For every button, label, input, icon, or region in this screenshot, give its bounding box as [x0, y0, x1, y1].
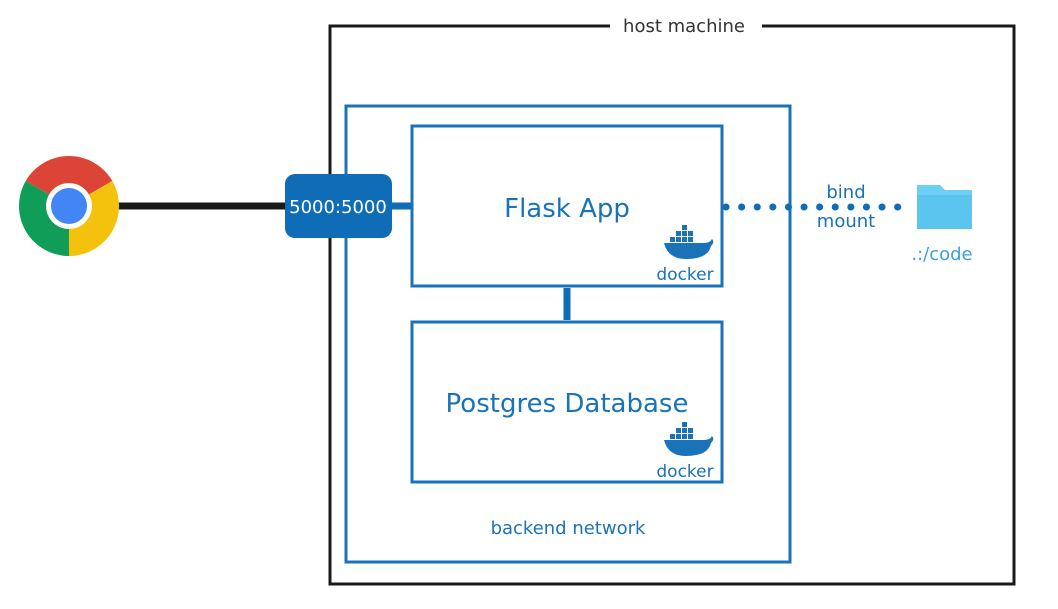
backend-network-border [344, 104, 792, 564]
docker-whale-icon [664, 225, 714, 259]
host-machine: host machine [328, 16, 1016, 586]
flask-app-container: Flask App docker [410, 124, 724, 288]
bind-mount-label-line1: bind [826, 182, 865, 203]
docker-whale-icon [664, 422, 714, 456]
port-badge-background [285, 174, 392, 238]
chrome-icon[interactable] [19, 156, 119, 256]
bind-mount-label-line2: mount [817, 211, 875, 232]
backend-network-label: backend network [491, 518, 646, 539]
host-machine-label: host machine [623, 16, 745, 37]
flask-app-title: Flask App [504, 194, 630, 224]
port-mapping-label: 5000:5000 [289, 197, 387, 218]
folder-path-label: .:/code [911, 244, 972, 265]
postgres-title: Postgres Database [446, 389, 689, 419]
port-mapping-badge: 5000:5000 [285, 174, 392, 238]
postgres-container: Postgres Database docker [410, 320, 724, 484]
backend-network: backend network [344, 104, 792, 564]
flask-app-box [410, 124, 724, 288]
postgres-docker-label: docker [656, 462, 713, 482]
postgres-box [410, 320, 724, 484]
flask-docker-label: docker [656, 265, 713, 285]
host-machine-border [328, 24, 1016, 586]
folder-icon[interactable] [917, 185, 972, 229]
